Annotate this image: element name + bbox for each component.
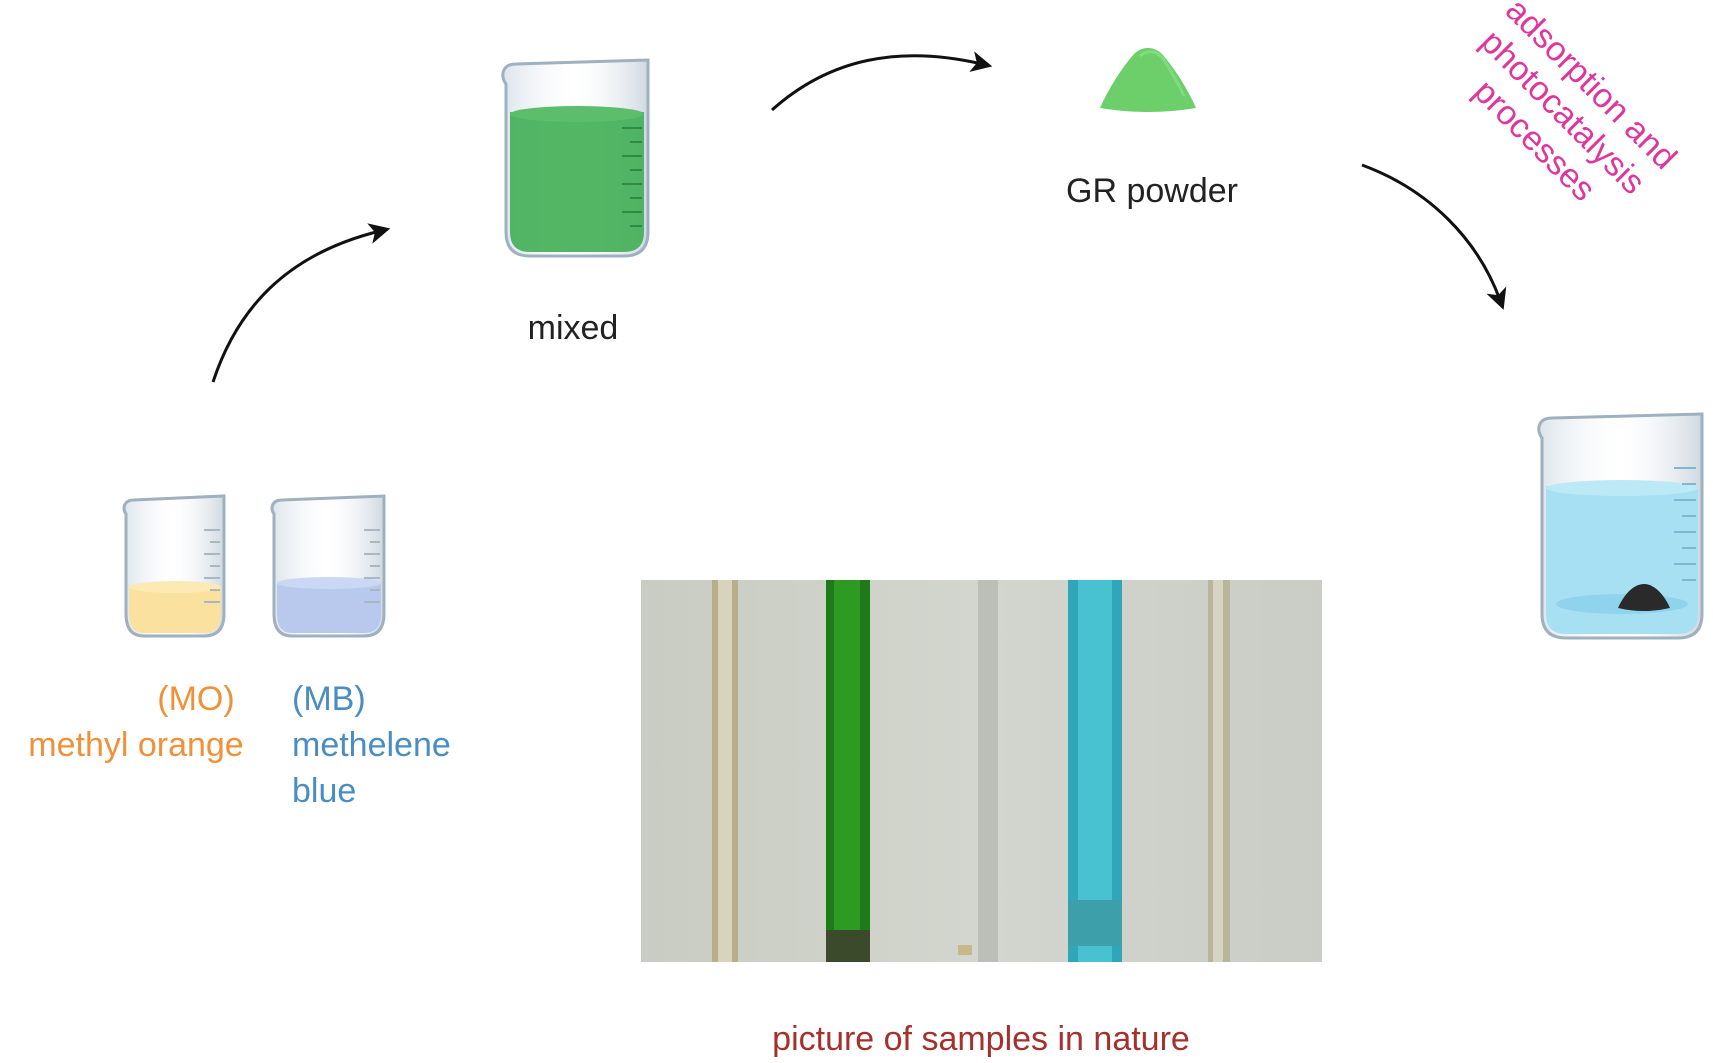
beaker-icon [501,58,650,258]
liquid-mixed [510,112,644,252]
curved-arrow-icon [1361,163,1507,310]
photo-caption: picture of samples in nature [772,1020,1190,1058]
label-mb-abbrev: (MB) [292,680,366,718]
gr-powder-pile [1100,48,1196,112]
label-mixed: mixed [528,309,619,347]
label-mb-name-line2: blue [292,772,356,810]
label-gr-powder: GR powder [1066,172,1238,210]
beaker-methylene-blue [270,494,386,638]
sample-tube-1 [712,580,738,962]
black-powder-sediment [1618,584,1670,611]
sample-tube-5 [1208,580,1230,962]
process-label: adsorption and photocatalysis processes [1466,0,1684,209]
label-mo-abbrev: (MO) [157,680,234,718]
beaker-icon [122,494,226,638]
beaker-icon [270,494,386,638]
beaker-methyl-orange [122,494,226,638]
beaker-treated [1537,412,1704,640]
curved-arrow-icon [211,223,391,383]
sample-tube-4 [1068,580,1122,962]
sample-tube-3 [958,580,998,962]
label-mb-name-line1: methelene [292,726,451,764]
powder-pile-icon [1100,48,1196,112]
beaker-icon [1537,412,1704,640]
liquid-methyl-orange [129,586,221,633]
sample-tube-2 [826,580,870,962]
liquid-methylene-blue [277,582,381,633]
label-mo-name: methyl orange [28,726,243,764]
curved-arrow-icon [770,51,993,112]
beaker-mixed [501,58,650,258]
sample-photo [641,580,1322,962]
